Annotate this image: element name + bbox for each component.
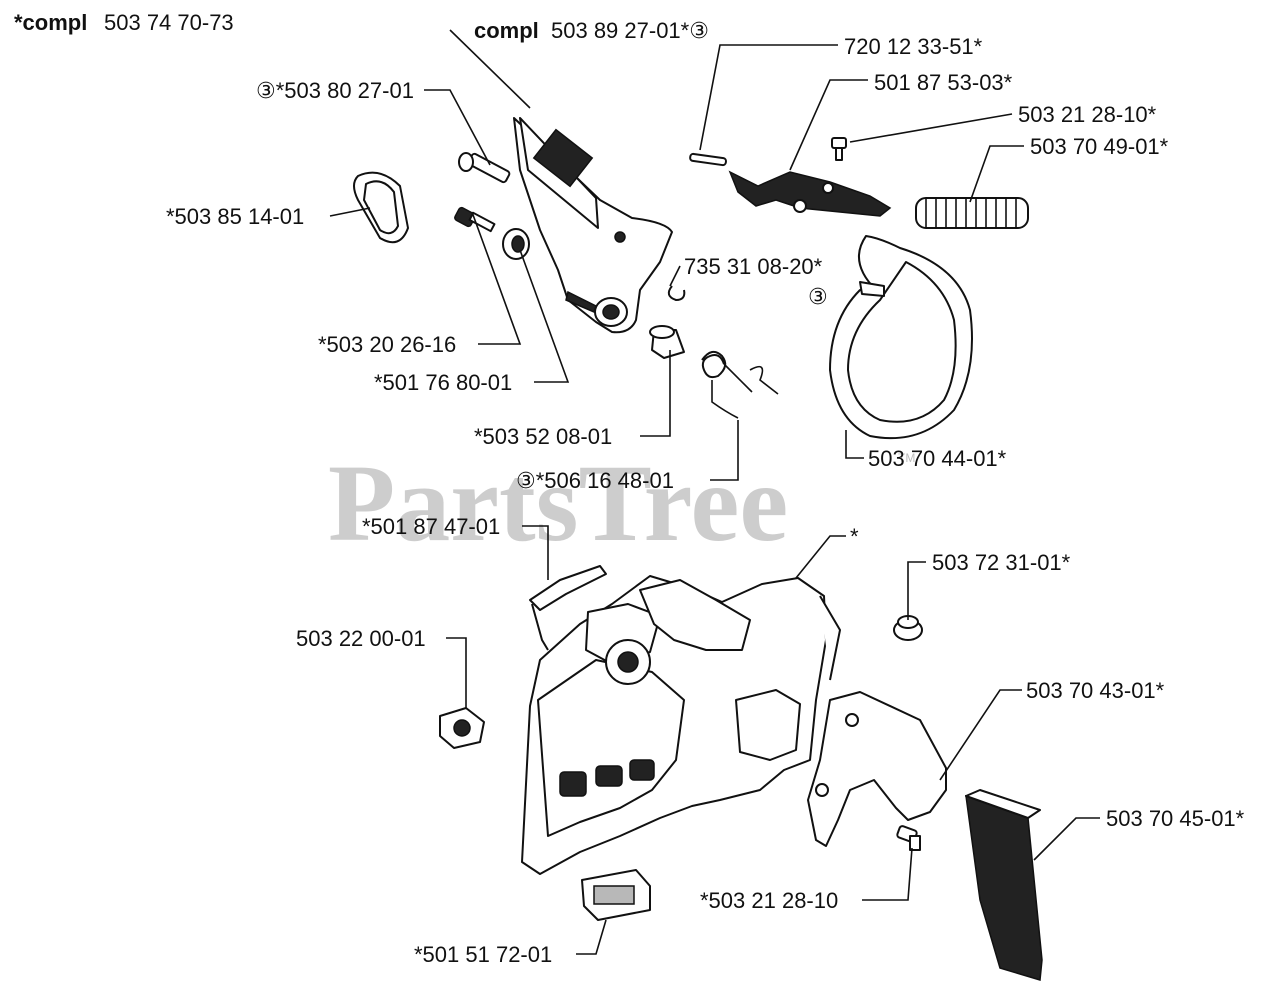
label-star: * — [850, 524, 859, 549]
clutch-cover — [521, 575, 841, 875]
label-501-76-80-01: *501 76 80-01 — [374, 370, 512, 395]
label-501-87-53-03: 501 87 53-03* — [874, 70, 1013, 95]
pivot-503-52-08-01 — [649, 325, 685, 359]
pad-503-70-45-01 — [965, 789, 1043, 981]
brake-band-503-70-44-01 — [829, 235, 973, 440]
screw-503-21-28-10-bottom — [896, 825, 921, 851]
nut-503-72-31-01 — [893, 615, 923, 641]
label-735-31-08-20: 735 31 08-20* — [684, 254, 823, 279]
pin-720-12-33-51 — [689, 152, 727, 167]
label-503-70-43-01: 503 70 43-01* — [1026, 678, 1165, 703]
label-503-20-26-16: *503 20 26-16 — [318, 332, 456, 357]
watermark: PartsTree — [328, 442, 788, 564]
cover-plate-503-70-43-01 — [807, 691, 947, 847]
label-compl-assembly-number: 503 74 70-73 — [104, 10, 234, 35]
watermark-tm: TM — [898, 451, 915, 465]
label-compl-guard-number: 503 89 27-01*③ — [551, 18, 709, 43]
label-compl-assembly-prefix: *compl — [14, 10, 87, 35]
bushing-501-76-80-01 — [502, 228, 530, 260]
label-503-70-45-01: 503 70 45-01* — [1106, 806, 1245, 831]
label-503-70-44-01: 503 70 44-01* — [868, 446, 1007, 471]
label-503-52-08-01: *503 52 08-01 — [474, 424, 612, 449]
deflector-501-87-47-01 — [529, 565, 607, 651]
spring-506-16-48-01 — [701, 350, 779, 419]
spring-503-70-49-01 — [915, 197, 1029, 229]
label-501-87-47-01: *501 87 47-01 — [362, 514, 500, 539]
nut-503-22-00-01 — [439, 707, 485, 749]
label-506-16-48-01: ③*506 16 48-01 — [516, 468, 674, 493]
label-503-80-27-01: ③*503 80 27-01 — [256, 78, 414, 103]
leader-lines — [329, 29, 1100, 955]
label-503-70-49-01: 503 70 49-01* — [1030, 134, 1169, 159]
bolt-503-80-27-01 — [458, 152, 511, 184]
label-503-21-28-10-bottom: *503 21 28-10 — [700, 888, 838, 913]
chain-brake-handguard — [513, 117, 673, 334]
label-720-12-33-51: 720 12 33-51* — [844, 34, 983, 59]
block-501-51-72-01 — [581, 869, 651, 921]
label-503-22-00-01: 503 22 00-01 — [296, 626, 426, 651]
circlip-735-31-08-20 — [667, 285, 686, 301]
label-503-85-14-01: *503 85 14-01 — [166, 204, 304, 229]
screw-503-21-28-10-top — [831, 137, 847, 161]
label-compl-guard-prefix: compl — [474, 18, 539, 43]
label-503-21-28-10-top: 503 21 28-10* — [1018, 102, 1157, 127]
ring-503-85-14-01 — [353, 171, 409, 244]
label-circled-3-band: ③ — [808, 284, 828, 309]
label-501-51-72-01: *501 51 72-01 — [414, 942, 552, 967]
brake-lever-501-87-53-03 — [728, 170, 892, 217]
screw-503-20-26-16 — [454, 206, 496, 233]
label-503-72-31-01: 503 72 31-01* — [932, 550, 1071, 575]
